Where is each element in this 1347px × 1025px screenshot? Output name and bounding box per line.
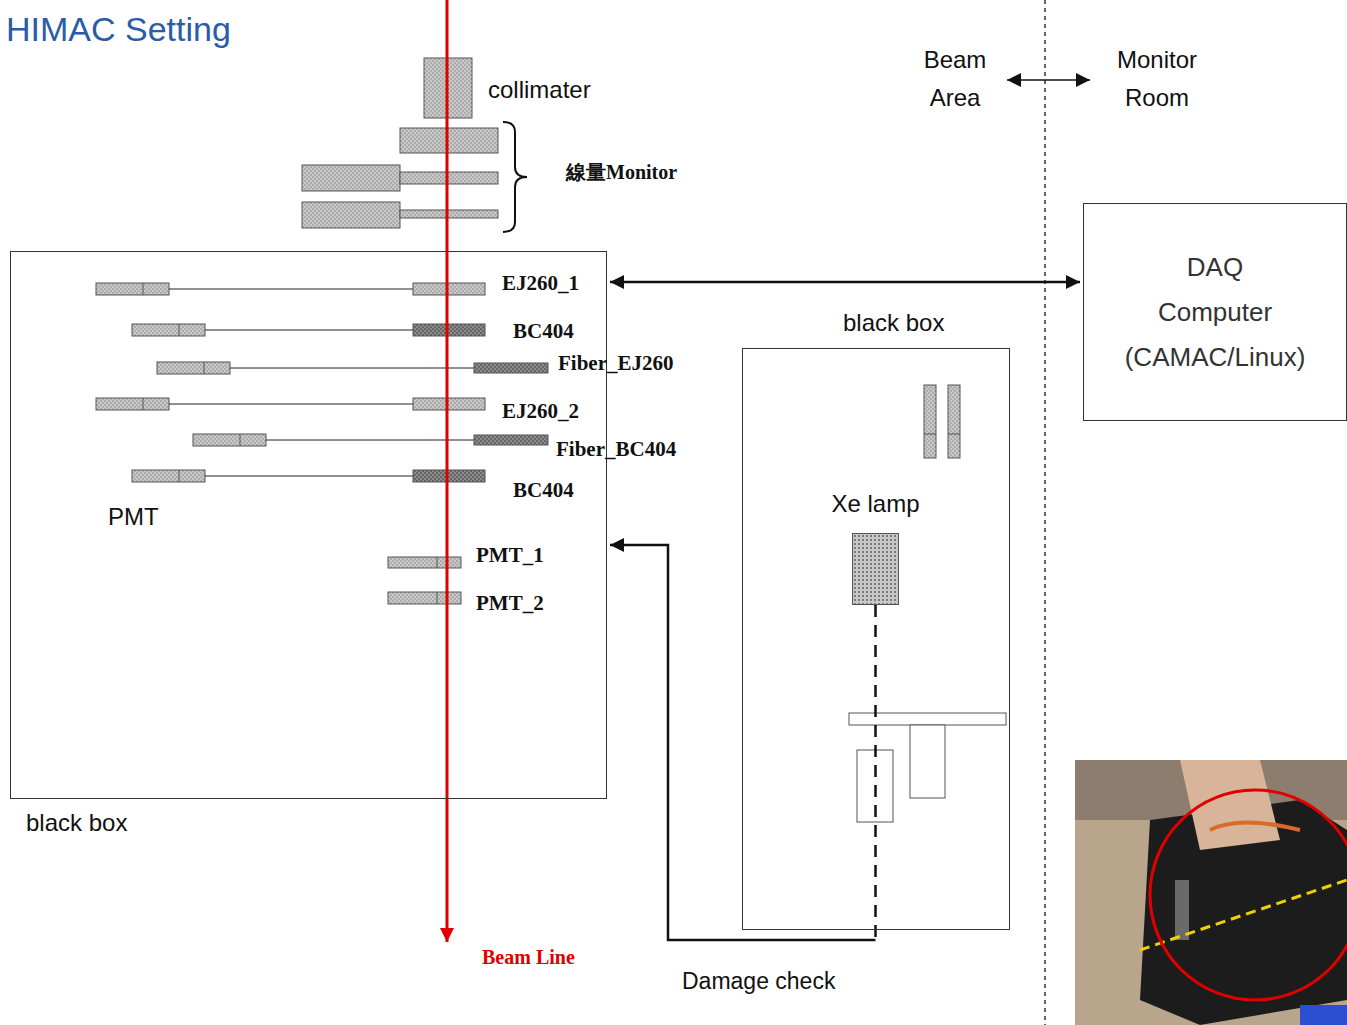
detector-symbol (413, 470, 485, 482)
beam-line (446, 0, 449, 942)
dose-monitor-symbol (400, 128, 498, 153)
optics-symbol (948, 434, 960, 435)
part-label: Fiber_BC404 (556, 437, 676, 462)
detector-symbol (204, 362, 205, 374)
detector-symbol (179, 324, 180, 336)
part-label: BC404 (513, 478, 574, 503)
computer-box: DAQ Computer (CAMAC/Linux) (1083, 203, 1347, 421)
connector (610, 282, 1080, 283)
optics-symbol (849, 385, 1006, 822)
detector-symbol (205, 330, 413, 331)
photo (1175, 880, 1189, 940)
part-label: collimater (488, 76, 591, 104)
area-divider (1007, 79, 1090, 81)
detector-symbol (474, 435, 548, 445)
detector-symbol (240, 434, 241, 446)
node-label: black box (26, 809, 127, 837)
photo (1150, 790, 1347, 1000)
area-divider (1044, 0, 1046, 1025)
photo (1210, 823, 1300, 831)
optics-symbol (948, 385, 960, 458)
detector-symbol (96, 398, 169, 410)
connector-label: Damage check (680, 968, 837, 995)
detector-symbol (193, 434, 266, 446)
detector-symbol (437, 592, 438, 604)
node-label: black box (843, 309, 944, 337)
detector-symbol (266, 440, 474, 441)
part-label: BC404 (513, 319, 574, 344)
lamp-box: Xe lamp (852, 533, 899, 605)
dose-monitor-symbol (302, 202, 400, 228)
part-label: Beam Area (900, 41, 1010, 117)
part-label: Monitor Room (1097, 41, 1217, 117)
part-label: EJ260_2 (502, 399, 579, 424)
detector-symbol (143, 398, 144, 410)
part-label: PMT_1 (476, 543, 544, 568)
optics-symbol (849, 713, 1006, 725)
part-label: PMT_2 (476, 591, 544, 616)
dose-monitor-symbol (302, 128, 498, 228)
detector-symbol (157, 362, 230, 374)
detector-symbol (230, 368, 474, 369)
connector-line (610, 281, 1080, 284)
node-label: Xe lamp (831, 490, 919, 518)
detector-symbol (143, 283, 144, 295)
detector-symbol (388, 592, 461, 604)
detector-symbol (132, 324, 205, 336)
part-label: EJ260_1 (502, 271, 579, 296)
detector-symbol (179, 470, 180, 482)
dose-monitor-symbol (400, 172, 498, 184)
optics-symbol (910, 725, 945, 798)
connector-line (874, 605, 877, 940)
detector-symbol (132, 470, 205, 482)
detector-symbol (388, 557, 461, 568)
detector-symbol (96, 283, 169, 295)
detector-symbol (413, 283, 485, 295)
part-label: Beam Line (482, 946, 575, 969)
photo (1075, 760, 1347, 1025)
photo (1300, 1005, 1347, 1025)
detector-symbol (205, 476, 413, 477)
part-label: 線量Monitor (566, 159, 677, 186)
optics-symbol (924, 385, 936, 458)
detector-symbol (413, 324, 485, 336)
diagram-title: HIMAC Setting (6, 10, 231, 49)
enclosure-box: Xe lampblack box (742, 348, 1010, 930)
detector-symbol (474, 363, 548, 373)
detector-symbol (96, 283, 548, 604)
optics-symbol (924, 434, 936, 435)
photo (1180, 760, 1280, 850)
part-label: Fiber_EJ260 (558, 351, 674, 376)
detector-symbol (169, 289, 413, 290)
bracket (503, 122, 527, 232)
detector-symbol (437, 557, 438, 568)
detector-symbol (413, 398, 485, 410)
node-label: DAQ Computer (CAMAC/Linux) (1084, 245, 1346, 380)
dose-monitor-symbol (302, 165, 400, 191)
photo (1140, 880, 1347, 950)
detector-symbol (169, 404, 413, 405)
part-label: PMT (108, 503, 159, 531)
dose-monitor-symbol (400, 210, 498, 218)
